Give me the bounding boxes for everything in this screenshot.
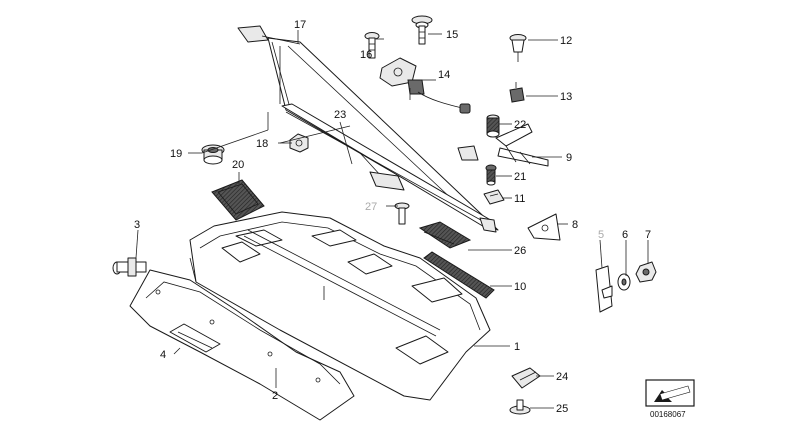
part-4-small-cover bbox=[169, 323, 221, 353]
callout-23: 23 bbox=[334, 109, 346, 121]
callout-10: 10 bbox=[514, 281, 526, 293]
callout-26: 26 bbox=[514, 245, 526, 257]
part-23-cassette-rod bbox=[281, 103, 497, 233]
part-17-roller-blind bbox=[237, 25, 499, 231]
part-26-felt-strip bbox=[418, 221, 472, 249]
part-18-nut bbox=[289, 133, 309, 153]
callout-2: 2 bbox=[272, 390, 278, 402]
leader-lines bbox=[135, 30, 649, 409]
part-2-trim-panel bbox=[129, 269, 355, 421]
callout-24: 24 bbox=[556, 371, 568, 383]
part-10-seal-strip bbox=[423, 251, 495, 299]
part-25-fastener bbox=[509, 399, 531, 415]
callout-17: 17 bbox=[294, 19, 306, 31]
part-5-side-clip bbox=[595, 265, 613, 313]
part-6-washer bbox=[617, 273, 631, 291]
part-7-nut bbox=[635, 261, 657, 283]
part-14-actuator bbox=[379, 57, 471, 114]
callout-18: 18 bbox=[256, 138, 268, 150]
callout-9: 9 bbox=[566, 152, 572, 164]
part-19-grommet bbox=[201, 144, 225, 165]
callout-12: 12 bbox=[560, 35, 572, 47]
part-8-plate bbox=[527, 213, 561, 241]
part-1-parcel-shelf bbox=[189, 211, 491, 401]
callout-20: 20 bbox=[232, 159, 244, 171]
callout-25: 25 bbox=[556, 403, 568, 415]
callout-27: 27 bbox=[365, 201, 377, 213]
part-13-bracket bbox=[509, 82, 525, 103]
part-11-latch bbox=[483, 189, 505, 205]
part-16-screw bbox=[364, 32, 380, 59]
callout-8: 8 bbox=[572, 219, 578, 231]
part-15-screw-washer bbox=[411, 15, 433, 45]
part-21-pin bbox=[485, 164, 497, 186]
callout-3: 3 bbox=[134, 219, 140, 231]
part-20-speaker-cover bbox=[211, 179, 265, 221]
callout-13: 13 bbox=[560, 91, 572, 103]
part-9-support-bracket bbox=[495, 123, 549, 167]
callout-16: 16 bbox=[360, 49, 372, 61]
part-3-screw bbox=[112, 257, 147, 277]
diagram-code: 00168067 bbox=[650, 410, 686, 419]
callout-4: 4 bbox=[160, 349, 166, 361]
callout-21: 21 bbox=[514, 171, 526, 183]
callout-14: 14 bbox=[438, 69, 450, 81]
part-27-screw bbox=[394, 202, 410, 225]
callout-6: 6 bbox=[622, 229, 628, 241]
callout-19: 19 bbox=[170, 148, 182, 160]
callout-11: 11 bbox=[514, 193, 525, 205]
callout-7: 7 bbox=[645, 229, 651, 241]
part-24-cap bbox=[511, 367, 541, 389]
part-12-clip bbox=[509, 34, 527, 62]
orientation-badge bbox=[645, 379, 695, 407]
callout-1: 1 bbox=[514, 341, 520, 353]
callout-15: 15 bbox=[446, 29, 458, 41]
callout-5: 5 bbox=[598, 229, 604, 241]
part-22-sleeve bbox=[486, 114, 500, 138]
callout-22: 22 bbox=[514, 119, 526, 131]
